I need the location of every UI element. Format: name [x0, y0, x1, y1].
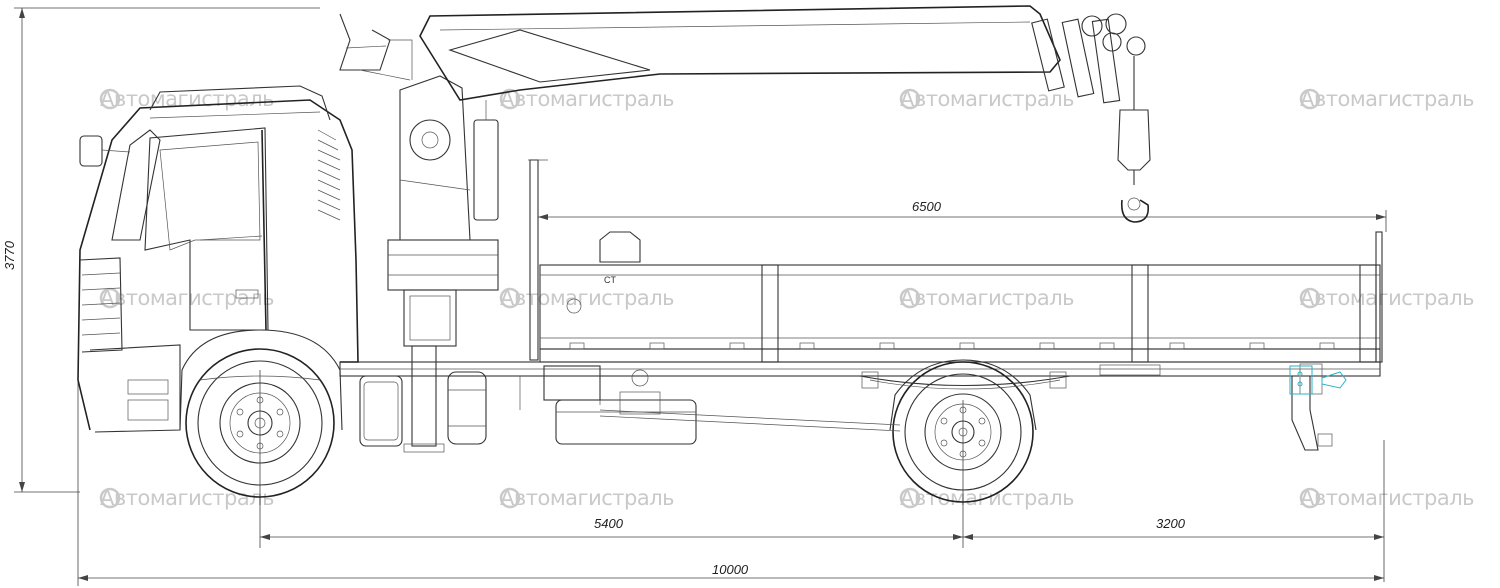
wheelbase-dimension: 5400	[259, 370, 964, 548]
rear-overhang-dimension: 3200	[963, 440, 1385, 582]
rear-overhang-label: 3200	[1156, 516, 1186, 531]
watermark-text: Автомагистраль	[900, 286, 1074, 310]
watermark-text: Автомагистраль	[100, 486, 274, 510]
chassis-frame	[339, 361, 1381, 451]
overall-length-dimension: 10000	[77, 380, 1384, 586]
height-dimension: 3770	[2, 7, 320, 493]
flatbed-body: CT	[528, 159, 1383, 363]
body-length-label: 6500	[912, 199, 942, 214]
watermark-text: Автомагистраль	[500, 286, 674, 310]
front-wheel	[185, 348, 335, 498]
watermark-text: Автомагистраль	[500, 87, 674, 111]
watermark: Автомагистраль	[499, 486, 675, 510]
watermark: Автомагистраль	[899, 286, 1075, 310]
crane	[339, 5, 1151, 453]
watermark-text: Автомагистраль	[900, 87, 1074, 111]
watermark: Автомагистраль	[1299, 87, 1475, 111]
watermark: Автомагистраль	[899, 87, 1075, 111]
watermark: Автомагистраль	[499, 286, 675, 310]
watermark: Автомагистраль	[99, 486, 275, 510]
rear-wheel	[889, 359, 1037, 503]
watermark-text: Автомагистраль	[1300, 486, 1474, 510]
watermark: Автомагистраль	[1299, 486, 1475, 510]
wheelbase-label: 5400	[594, 516, 624, 531]
watermark: Автомагистраль	[899, 486, 1075, 510]
height-dimension-label: 3770	[2, 240, 17, 270]
watermark-text: Автомагистраль	[1300, 87, 1474, 111]
overall-length-label: 10000	[712, 562, 749, 577]
truck-cab	[77, 85, 359, 433]
watermark-text: Автомагистраль	[500, 486, 674, 510]
watermark-layer: Автомагистраль Автомагистраль Автомагист…	[99, 87, 1475, 510]
underbody-equipment	[199, 364, 1161, 447]
watermark: Автомагистраль	[499, 87, 675, 111]
watermark: Автомагистраль	[1299, 286, 1475, 310]
dimension-lines: 3770 6500 5400 3200	[2, 7, 1387, 586]
body-length-dimension: 6500	[537, 199, 1387, 262]
watermark-text: Автомагистраль	[1300, 286, 1474, 310]
body-logo: CT	[604, 275, 616, 285]
